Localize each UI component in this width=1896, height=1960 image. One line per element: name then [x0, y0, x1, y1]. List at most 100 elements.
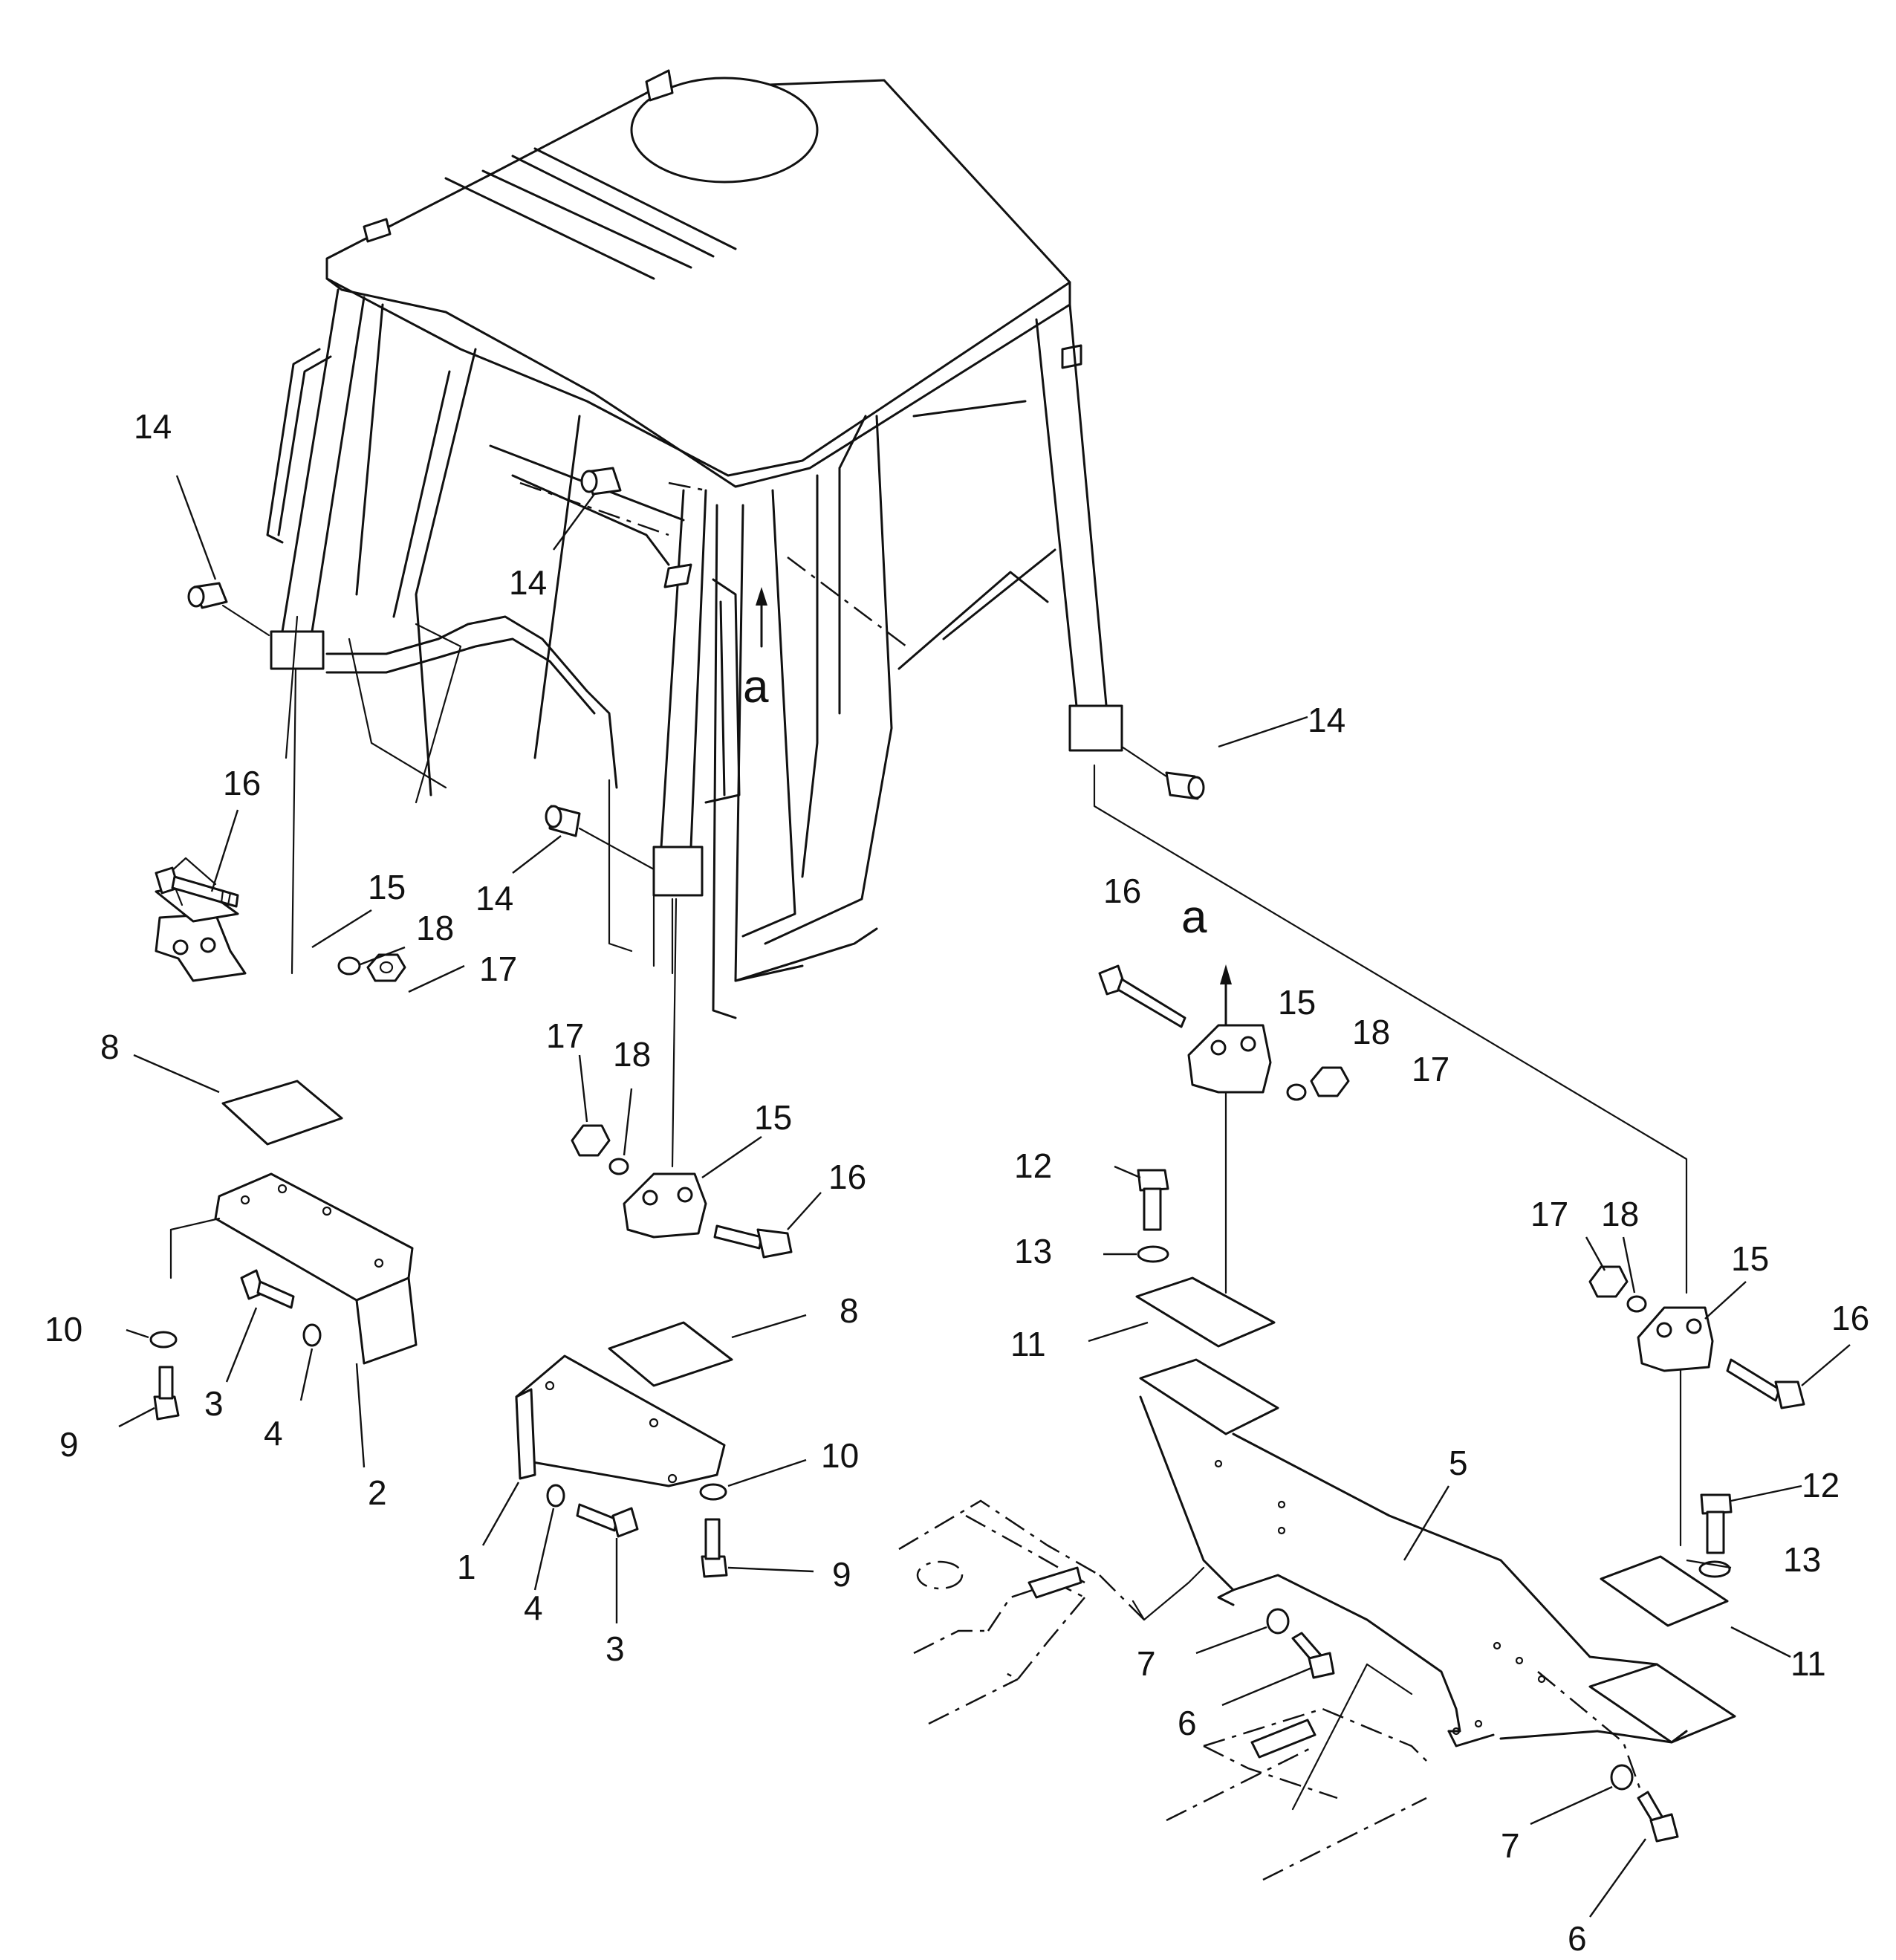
bracket-15	[623, 1172, 707, 1239]
washer-18	[608, 1158, 629, 1175]
callout-15: 15	[1731, 1239, 1769, 1278]
callout-8: 8	[100, 1028, 120, 1066]
view-marker-a: a	[743, 661, 769, 713]
bolt-12-lower	[1700, 1493, 1733, 1554]
callout-13: 13	[1783, 1540, 1821, 1579]
callout-16: 16	[828, 1158, 866, 1196]
bushing-14-left	[187, 582, 270, 637]
bracket-15	[1637, 1306, 1714, 1372]
callout-17: 17	[479, 950, 517, 988]
bolt-9-left	[153, 1366, 180, 1421]
callout-18: 18	[416, 909, 454, 947]
bolt-9-center	[701, 1518, 728, 1578]
view-arrow-a-lower: a	[1181, 892, 1232, 1042]
callout-16: 16	[1103, 872, 1141, 910]
bolt-16	[155, 866, 239, 908]
washer-7-right	[1610, 1764, 1634, 1791]
callout-13: 13	[1014, 1232, 1052, 1271]
callout-14: 14	[475, 879, 513, 918]
bolt-3-left	[240, 1269, 295, 1309]
callout-14: 14	[134, 407, 172, 446]
callout-18: 18	[1352, 1013, 1390, 1051]
bolt-6-left	[1291, 1632, 1335, 1679]
callout-9: 9	[59, 1425, 79, 1464]
callout-1: 1	[457, 1548, 476, 1586]
washer-18	[1286, 1083, 1307, 1101]
operator-cab	[266, 69, 1123, 1019]
mount-set-center	[571, 1124, 793, 1259]
bolt-16	[1726, 1358, 1805, 1409]
bracket-15	[1187, 1024, 1272, 1094]
nut-17	[571, 1124, 611, 1157]
bushing-14-right	[1120, 745, 1205, 800]
callout-6: 6	[1568, 1919, 1587, 1958]
mount-set-right-lower	[1588, 1265, 1805, 1409]
callout-10: 10	[45, 1310, 82, 1349]
bushing-14-front	[545, 805, 655, 871]
callout-4: 4	[264, 1414, 283, 1453]
bushing-14-center	[580, 467, 622, 496]
bolt-16	[1098, 964, 1186, 1028]
callout-4: 4	[524, 1589, 543, 1627]
mount-set-left	[155, 857, 406, 982]
cab-roof	[325, 79, 1071, 477]
callout-11: 11	[1010, 1325, 1046, 1363]
callout-3: 3	[204, 1384, 224, 1423]
callout-17: 17	[1412, 1050, 1449, 1088]
leader-lines	[118, 475, 1851, 1918]
support-bracket-2	[169, 1172, 418, 1365]
washer-4-center	[546, 1484, 565, 1508]
support-bracket-1	[515, 1354, 726, 1487]
washer-18	[1626, 1295, 1647, 1313]
pad-11-lower	[1600, 1555, 1729, 1627]
bolt-6-right	[1637, 1791, 1679, 1843]
callout-10: 10	[821, 1436, 859, 1475]
callout-8: 8	[840, 1291, 859, 1330]
nut-17	[1588, 1265, 1629, 1298]
callout-7: 7	[1501, 1826, 1520, 1865]
chassis-reference-outline	[898, 1499, 1643, 1881]
bolt-12-upper	[1137, 1169, 1169, 1231]
mounting-frame-5	[1139, 1358, 1736, 1748]
callout-12: 12	[1014, 1146, 1052, 1185]
mount-set-right-upper	[1098, 964, 1350, 1101]
callout-15: 15	[754, 1098, 792, 1137]
pad-11-upper	[1135, 1276, 1276, 1348]
callout-9: 9	[832, 1555, 851, 1594]
washer-10-left	[149, 1331, 178, 1349]
callout-16: 16	[223, 764, 261, 802]
callout-17: 17	[546, 1016, 584, 1055]
callout-2: 2	[368, 1473, 387, 1512]
bolt-16	[713, 1224, 793, 1259]
washer-18	[337, 956, 361, 976]
nut-17	[1310, 1066, 1350, 1097]
callout-16: 16	[1831, 1299, 1869, 1337]
callout-5: 5	[1449, 1444, 1468, 1482]
callout-17: 17	[1530, 1195, 1568, 1233]
callout-18: 18	[613, 1035, 651, 1074]
view-marker-a: a	[1181, 892, 1207, 943]
washer-7-left	[1266, 1608, 1290, 1635]
callout-7: 7	[1137, 1644, 1156, 1683]
roof-hatch	[630, 77, 819, 184]
view-arrow-a-upper: a	[743, 587, 769, 713]
bolt-3-center	[576, 1503, 639, 1538]
alignment-lines	[290, 667, 1688, 1547]
callout-11: 11	[1791, 1644, 1826, 1683]
callout-18: 18	[1601, 1195, 1639, 1233]
washer-10-center	[699, 1483, 727, 1501]
callout-15: 15	[1278, 983, 1316, 1022]
callout-15: 15	[368, 868, 406, 906]
callout-12: 12	[1802, 1466, 1840, 1505]
callout-14: 14	[1308, 701, 1345, 739]
washer-4-left	[302, 1323, 322, 1347]
callout-14: 14	[509, 563, 547, 602]
nut-17	[366, 953, 406, 982]
callout-6: 6	[1178, 1704, 1197, 1742]
callout-3: 3	[606, 1629, 625, 1668]
callout-labels: 14 14 14 14 16 15 18 17 8 17 18 15 16 10…	[45, 407, 1869, 1958]
pad-8-left	[221, 1080, 343, 1146]
washer-13-upper	[1137, 1245, 1169, 1263]
pad-8-center	[608, 1321, 733, 1387]
